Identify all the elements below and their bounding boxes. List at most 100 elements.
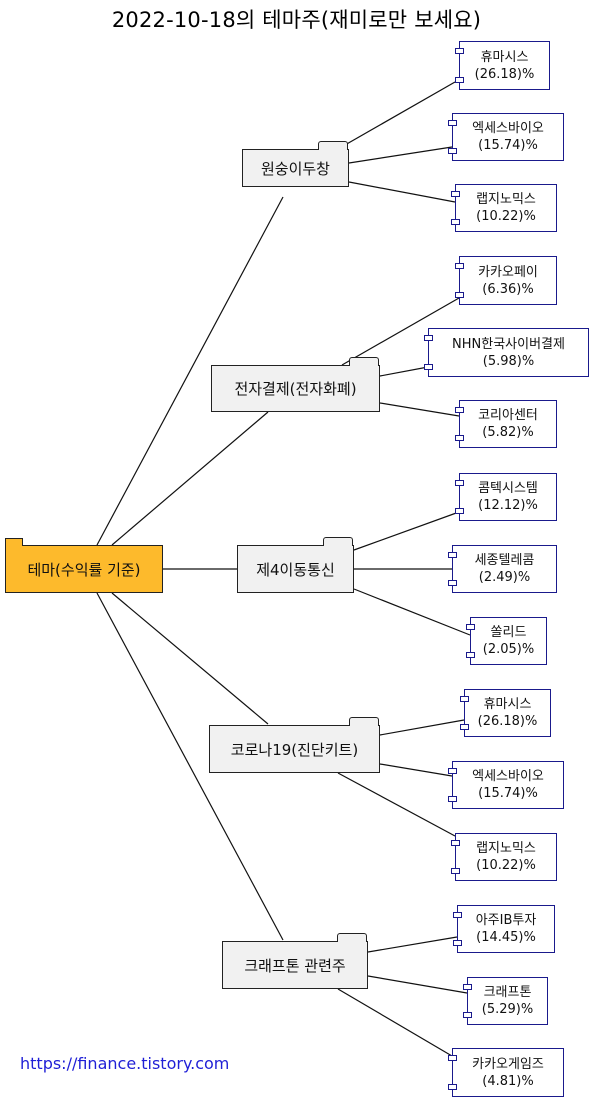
- edge-theme-4-stock-2: [337, 988, 453, 1057]
- stock-node-3-2: 랩지노믹스 (10.22)%: [451, 833, 557, 881]
- theme-node-3: 코로나19(진단키트): [209, 717, 380, 773]
- stock-name: NHN한국사이버결제: [452, 336, 565, 352]
- component-pin: [451, 191, 460, 197]
- component-pin: [460, 696, 469, 702]
- component-pin: [424, 364, 433, 370]
- component-pin: [451, 868, 460, 874]
- component-pin: [424, 335, 433, 341]
- stock-node-4-0: 아주IB투자 (14.45)%: [453, 905, 555, 953]
- component-pin: [455, 480, 464, 486]
- edge-theme-3-stock-2: [337, 772, 456, 837]
- stock-change: (10.22)%: [476, 858, 536, 873]
- folder-tab: [349, 357, 379, 366]
- edge-root-theme-3: [111, 592, 269, 725]
- edge-theme-3-stock-1: [379, 763, 453, 777]
- footer-link[interactable]: https://finance.tistory.com: [20, 1054, 230, 1073]
- stock-name: 코리아센터: [478, 408, 538, 423]
- component-pin: [453, 912, 462, 918]
- edge-root-theme-0: [96, 196, 284, 546]
- stock-change: (6.36)%: [482, 281, 534, 297]
- stock-change: (12.12)%: [478, 498, 538, 513]
- stock-node-2-0: 콤텍시스템 (12.12)%: [455, 473, 557, 521]
- stock-name: 쏠리드: [490, 625, 527, 640]
- stock-node-1-2: 코리아센터 (5.82)%: [455, 400, 557, 448]
- edge-theme-0-stock-1: [348, 146, 453, 164]
- stock-change: (5.29)%: [481, 1002, 534, 1017]
- stock-change: (26.18)%: [477, 714, 538, 729]
- stock-change: (4.81)%: [482, 1073, 534, 1089]
- stock-name: 크래프톤: [483, 985, 532, 1000]
- stock-name: 엑세스바이오: [472, 769, 544, 784]
- edge-theme-1-stock-0: [341, 297, 460, 366]
- folder-tab: [323, 537, 353, 546]
- root-label: 테마(수익률 기준): [27, 560, 141, 579]
- stock-change: (2.49)%: [478, 570, 531, 585]
- stock-node-4-2: 카카오게임즈 (4.81)%: [448, 1048, 564, 1097]
- component-pin: [455, 407, 464, 413]
- stock-node-4-1: 크래프톤 (5.29)%: [463, 977, 548, 1025]
- folder-tab: [349, 717, 379, 726]
- component-pin: [453, 940, 462, 946]
- edge-theme-2-stock-2: [353, 588, 471, 636]
- stock-name: 휴마시스: [483, 697, 532, 712]
- stock-name: 랩지노믹스: [476, 841, 536, 856]
- folder-tab: [337, 933, 367, 942]
- stock-name: 엑세스바이오: [472, 121, 544, 136]
- edge-theme-1-stock-2: [379, 402, 460, 417]
- component-pin: [455, 263, 464, 269]
- theme-label: 전자결제(전자화폐): [234, 380, 357, 398]
- stock-name: 카카오게임즈: [472, 1056, 544, 1072]
- theme-node-2: 제4이동통신: [237, 537, 354, 593]
- component-pin: [463, 1012, 472, 1018]
- component-pin: [448, 1084, 457, 1090]
- theme-node-0: 원숭이두창: [242, 141, 349, 187]
- component-pin: [455, 508, 464, 514]
- stock-change: (5.82)%: [482, 425, 534, 440]
- component-pin: [451, 840, 460, 846]
- stock-node-0-0: 휴마시스 (26.18)%: [455, 41, 550, 90]
- folder-tab: [318, 141, 348, 150]
- component-pin: [455, 435, 464, 441]
- component-pin: [448, 796, 457, 802]
- stock-change: (5.98)%: [482, 353, 535, 369]
- stock-name: 아주IB투자: [475, 913, 537, 928]
- component-pin: [466, 652, 475, 658]
- theme-label: 코로나19(진단키트): [230, 740, 359, 759]
- stock-node-0-2: 랩지노믹스 (10.22)%: [451, 184, 557, 232]
- theme-node-1: 전자결제(전자화폐): [211, 357, 380, 412]
- edge-theme-4-stock-1: [367, 975, 468, 994]
- stock-change: (15.74)%: [478, 786, 538, 801]
- theme-node-4: 크래프톤 관련주: [222, 933, 368, 989]
- edge-theme-0-stock-0: [337, 81, 456, 150]
- stock-node-0-1: 엑세스바이오 (15.74)%: [448, 113, 564, 161]
- component-pin: [466, 624, 475, 630]
- component-pin: [455, 292, 464, 298]
- edge-root-theme-4: [96, 592, 284, 941]
- edge-theme-1-stock-1: [379, 366, 429, 377]
- folder-tab: [5, 538, 23, 546]
- component-pin: [448, 120, 457, 126]
- stock-node-1-1: NHN한국사이버결제 (5.98)%: [424, 328, 589, 377]
- stock-node-1-0: 카카오페이 (6.36)%: [455, 256, 557, 305]
- component-pin: [451, 219, 460, 225]
- stock-change: (14.45)%: [476, 930, 536, 945]
- stock-change: (10.22)%: [476, 209, 536, 224]
- stock-change: (26.18)%: [474, 66, 535, 82]
- component-pin: [448, 580, 457, 586]
- stock-change: (2.05)%: [482, 642, 535, 657]
- edge-theme-0-stock-2: [348, 181, 456, 203]
- edge-root-theme-1: [111, 411, 269, 546]
- stock-name: 콤텍시스템: [478, 481, 538, 496]
- component-pin: [448, 768, 457, 774]
- component-pin: [463, 984, 472, 990]
- root-theme-node: 테마(수익률 기준): [5, 538, 163, 593]
- component-pin: [448, 1055, 457, 1061]
- stock-node-2-2: 쏠리드 (2.05)%: [466, 617, 547, 665]
- component-pin: [448, 552, 457, 558]
- component-pin: [455, 48, 464, 54]
- stock-name: 카카오페이: [478, 264, 538, 280]
- stock-node-2-1: 세종텔레콤 (2.49)%: [448, 545, 557, 593]
- theme-label: 크래프톤 관련주: [244, 956, 346, 975]
- theme-label: 원숭이두창: [260, 159, 330, 178]
